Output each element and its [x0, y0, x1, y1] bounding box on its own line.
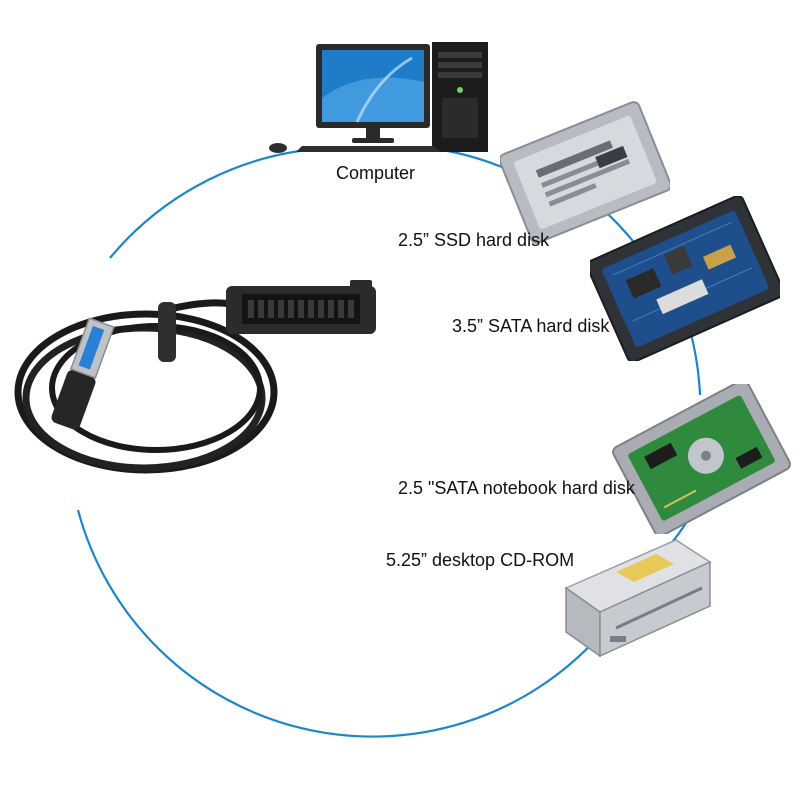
cdrom-label: 5.25” desktop CD-ROM — [386, 550, 575, 570]
notebook-label: 2.5 "SATA notebook hard disk — [398, 478, 635, 498]
hdd-35-icon — [590, 196, 780, 361]
computer-label: Computer — [336, 163, 416, 183]
ssd-icon — [500, 100, 670, 245]
hdd-25-icon — [612, 384, 792, 534]
sata35-label: 3.5” SATA hard disk — [452, 316, 610, 336]
computer-icon — [262, 38, 494, 158]
usb-sata-cable-icon — [6, 280, 396, 500]
ssd-label: 2.5” SSD hard disk — [398, 230, 550, 250]
cdrom-icon — [556, 532, 716, 672]
